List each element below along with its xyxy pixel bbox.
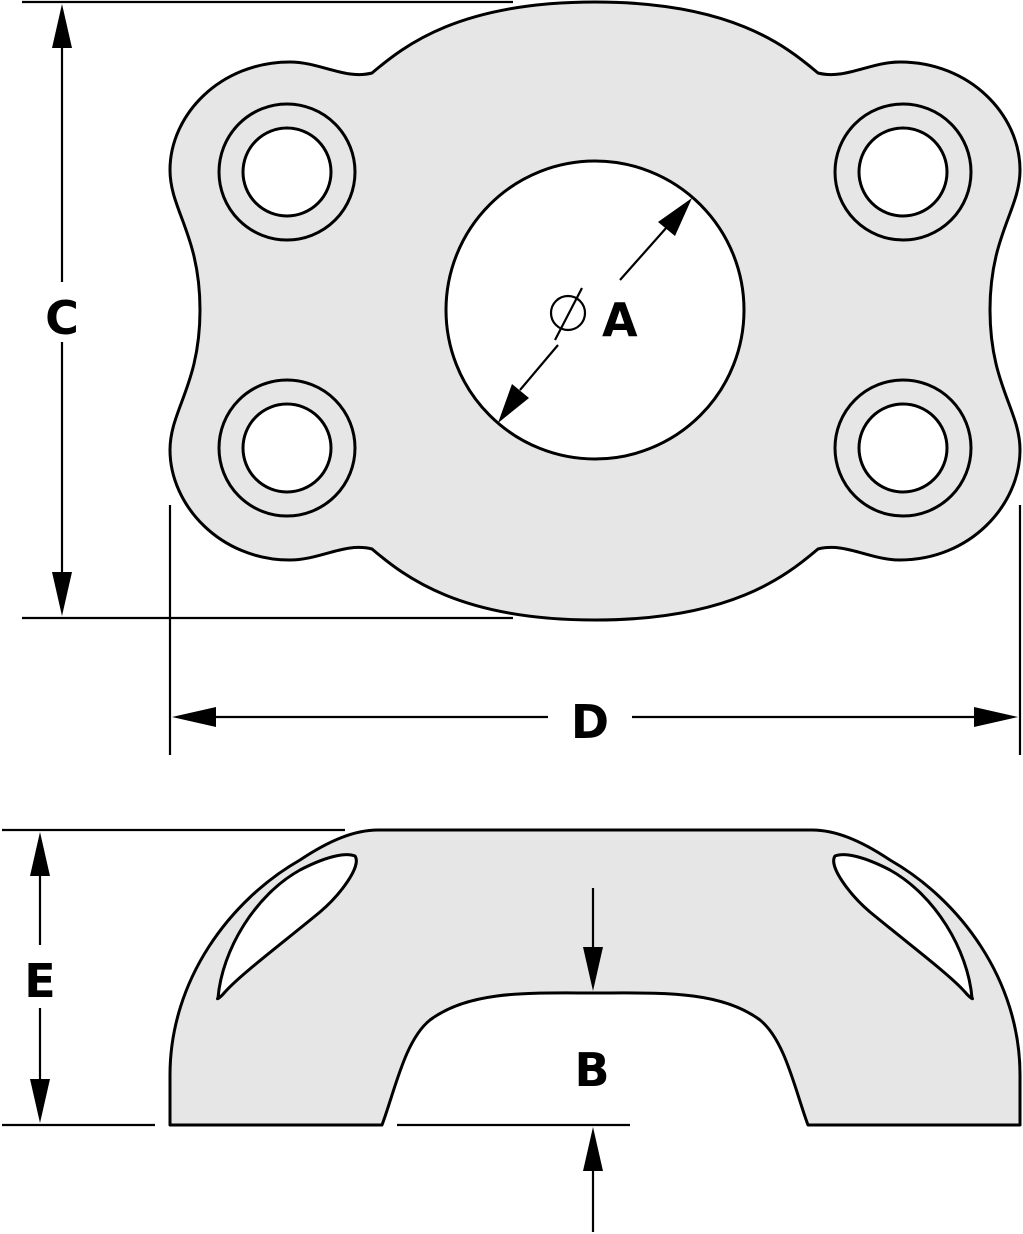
- dimension-label-d: D: [571, 695, 609, 749]
- diameter-symbol: [549, 287, 587, 341]
- center-bore: [444, 159, 746, 461]
- mount-hole-bottom-left: [217, 378, 357, 518]
- mount-hole-top-right: [833, 102, 973, 242]
- dimension-label-a: A: [602, 293, 638, 347]
- dimension-label-c: C: [45, 291, 79, 345]
- dimension-label-b: B: [574, 1043, 609, 1097]
- mount-hole-top-left: [217, 102, 357, 242]
- dimension-label-e: E: [24, 954, 55, 1008]
- top-view: A: [168, 0, 1022, 622]
- dimension-e: E: [24, 832, 56, 1123]
- dimension-d: D: [172, 695, 1018, 749]
- slot-left: [216, 853, 358, 1001]
- dimension-b: [583, 888, 603, 1232]
- mount-hole-bottom-right: [833, 378, 973, 518]
- dimension-c: C: [45, 4, 79, 616]
- dimension-a: A: [498, 198, 692, 423]
- slot-right: [832, 853, 974, 1001]
